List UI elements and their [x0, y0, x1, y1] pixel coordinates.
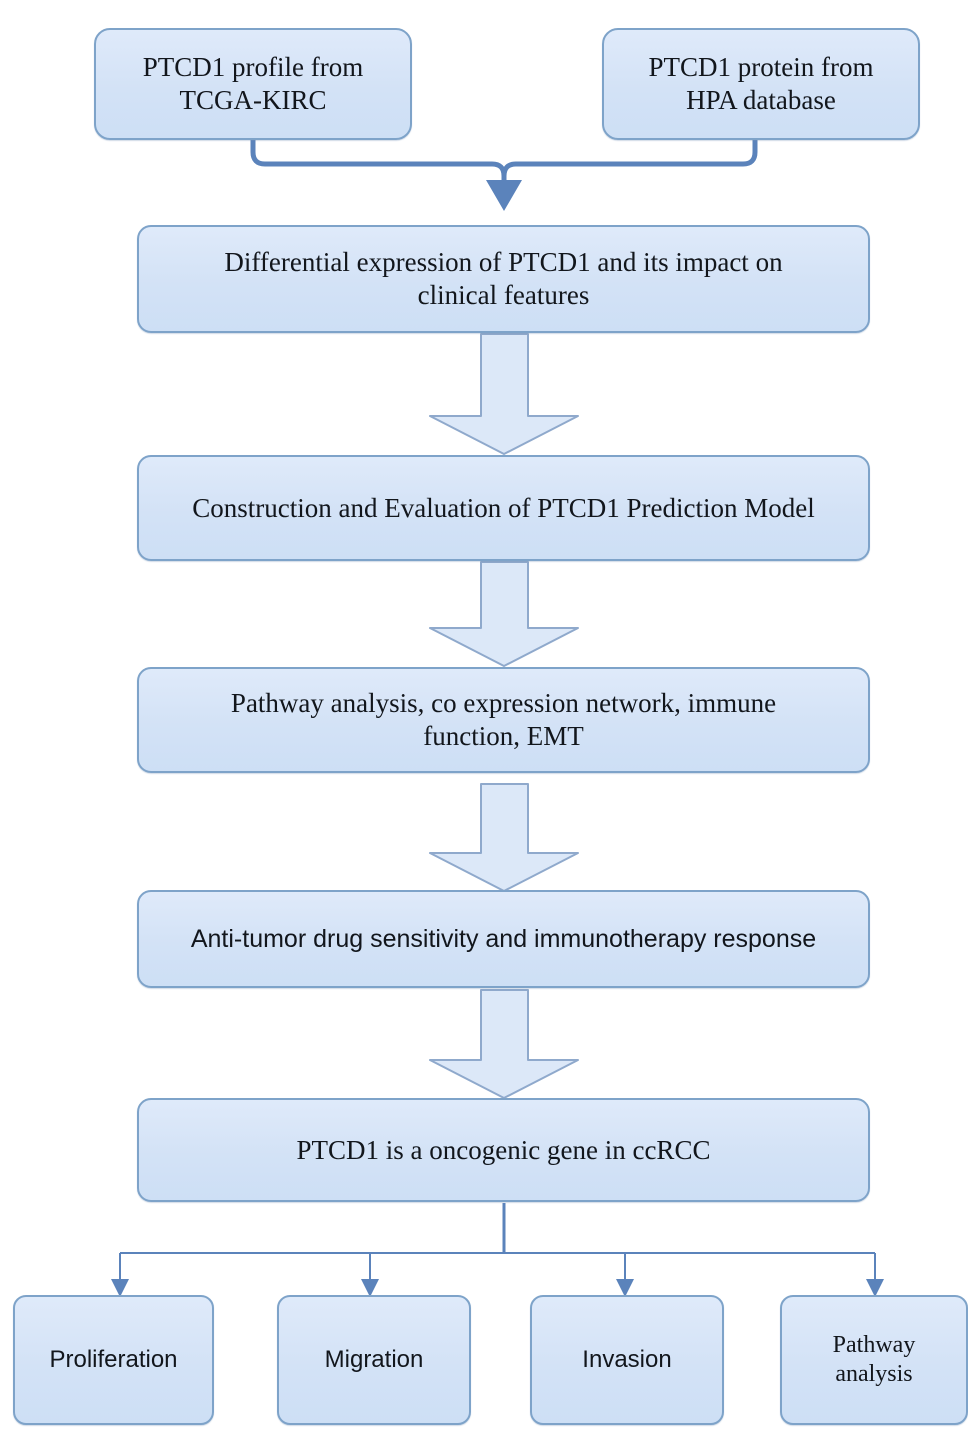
- block-arrow-2: [429, 561, 579, 667]
- outcome-invasion-node[interactable]: Invasion: [530, 1295, 724, 1425]
- step-pathway-network-label: Pathway analysis, co expression network,…: [230, 688, 777, 751]
- step-differential-expression-label: Differential expression of PTCD1 and its…: [224, 247, 783, 310]
- outcome-proliferation-label: Proliferation: [49, 1346, 178, 1374]
- source-tcga-node[interactable]: PTCD1 profile from TCGA-KIRC: [94, 28, 412, 140]
- block-arrow-3: [429, 783, 579, 892]
- step-prediction-model-node[interactable]: Construction and Evaluation of PTCD1 Pre…: [137, 455, 870, 561]
- step-differential-expression-node[interactable]: Differential expression of PTCD1 and its…: [137, 225, 870, 333]
- outcome-pathway-analysis-label: Pathway analysis: [832, 1331, 916, 1387]
- split-connector: [111, 1203, 884, 1297]
- step-drug-sensitivity-node[interactable]: Anti-tumor drug sensitivity and immunoth…: [137, 890, 870, 988]
- step-prediction-model-label: Construction and Evaluation of PTCD1 Pre…: [192, 492, 815, 523]
- outcome-migration-label: Migration: [324, 1346, 424, 1374]
- block-arrow-4: [429, 989, 579, 1099]
- source-tcga-label: PTCD1 profile from TCGA-KIRC: [142, 52, 364, 115]
- merge-arrowhead: [486, 180, 522, 211]
- block-arrow-1: [429, 333, 579, 455]
- step-drug-sensitivity-label: Anti-tumor drug sensitivity and immunoth…: [190, 924, 817, 953]
- outcome-invasion-label: Invasion: [582, 1346, 672, 1374]
- outcome-proliferation-node[interactable]: Proliferation: [13, 1295, 214, 1425]
- outcome-pathway-analysis-node[interactable]: Pathway analysis: [780, 1295, 968, 1425]
- step-conclusion-label: PTCD1 is a oncogenic gene in ccRCC: [296, 1134, 711, 1165]
- outcome-migration-node[interactable]: Migration: [277, 1295, 471, 1425]
- merge-connector: [250, 135, 758, 211]
- source-hpa-label: PTCD1 protein from HPA database: [648, 52, 874, 115]
- step-pathway-network-node[interactable]: Pathway analysis, co expression network,…: [137, 667, 870, 773]
- source-hpa-node[interactable]: PTCD1 protein from HPA database: [602, 28, 920, 140]
- step-conclusion-node[interactable]: PTCD1 is a oncogenic gene in ccRCC: [137, 1098, 870, 1202]
